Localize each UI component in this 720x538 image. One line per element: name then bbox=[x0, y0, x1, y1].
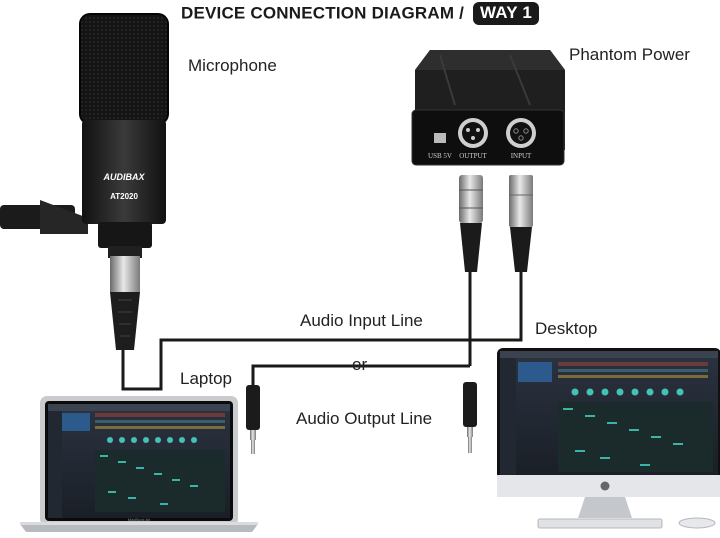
output-port-label: OUTPUT bbox=[459, 152, 487, 160]
phantom-power-box: USB 5V OUTPUT INPUT bbox=[411, 50, 565, 166]
microphone-label: Microphone bbox=[188, 56, 277, 75]
microphone: AUDIBAX AT2020 bbox=[0, 13, 169, 350]
laptop-jack bbox=[246, 385, 260, 454]
audio-output-line-label: Audio Output Line bbox=[296, 409, 433, 428]
mic-xlr-plug bbox=[110, 256, 140, 292]
cables bbox=[121, 272, 523, 391]
mic-model: AT2020 bbox=[110, 192, 138, 201]
phantom-power-label: Phantom Power bbox=[569, 45, 690, 64]
xlr-male-connector bbox=[509, 175, 533, 272]
laptop: MacBook Air bbox=[20, 396, 258, 532]
usb-port-label: USB 5V bbox=[428, 152, 452, 160]
desktop bbox=[497, 348, 720, 529]
apple-logo-icon bbox=[600, 481, 610, 491]
mic-body bbox=[82, 120, 166, 224]
audio-input-line-label: Audio Input Line bbox=[300, 311, 423, 330]
mouse bbox=[678, 517, 716, 529]
diagram-title: DEVICE CONNECTION DIAGRAM / WAY 1 bbox=[0, 2, 720, 25]
desktop-label: Desktop bbox=[535, 319, 598, 338]
way-badge: WAY 1 bbox=[472, 2, 540, 25]
mic-to-laptop-cable bbox=[121, 272, 523, 391]
laptop-label: Laptop bbox=[180, 369, 232, 388]
usb-port bbox=[434, 133, 446, 143]
laptop-model: MacBook Air bbox=[128, 517, 151, 522]
title-text: DEVICE CONNECTION DIAGRAM / bbox=[180, 3, 465, 23]
input-port-label: INPUT bbox=[511, 152, 532, 160]
laptop-output-cable bbox=[251, 364, 470, 385]
mic-brand: AUDIBAX bbox=[102, 172, 145, 182]
xlr-female-connector bbox=[459, 175, 483, 272]
mic-grille bbox=[80, 14, 168, 124]
keyboard bbox=[537, 518, 663, 529]
desktop-jack bbox=[463, 382, 477, 453]
or-label: or bbox=[352, 355, 368, 374]
